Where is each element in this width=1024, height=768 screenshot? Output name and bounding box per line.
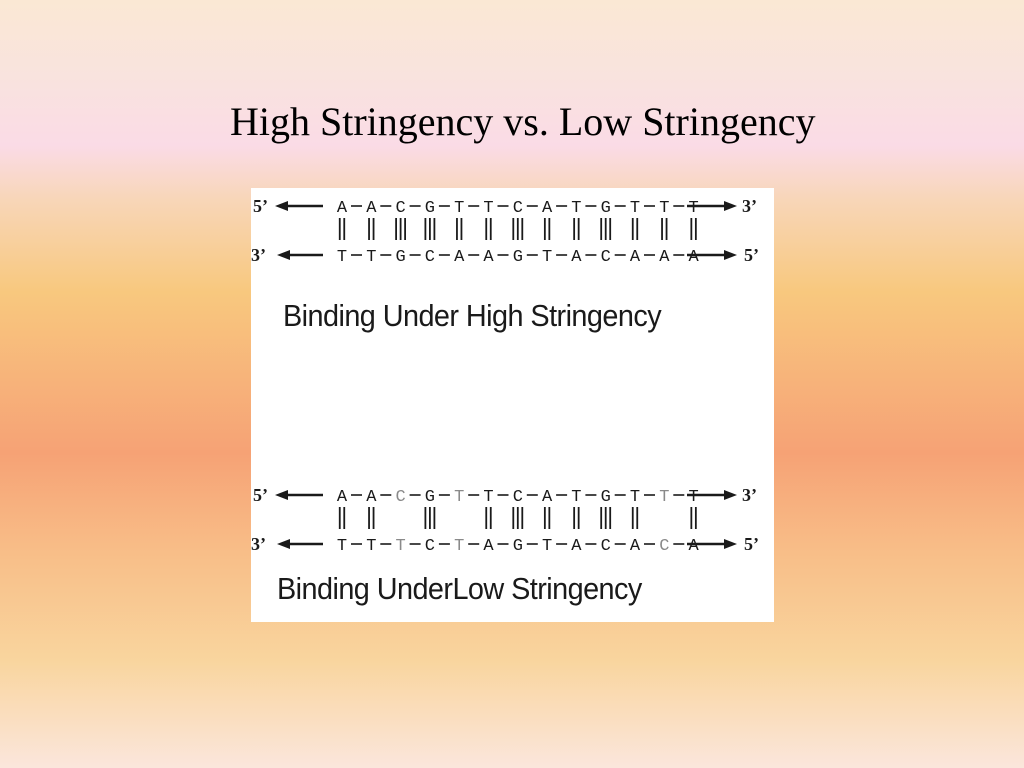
panel2-bottom-left-arrow-head: [277, 539, 290, 549]
panel1-top-base: T: [454, 199, 464, 218]
panel2-top-base: T: [659, 488, 669, 507]
panel1-top-base: A: [366, 199, 377, 218]
panel1-top-right-label: 3’: [742, 196, 757, 216]
panel2-top-right-label: 3’: [742, 485, 757, 505]
panel1-top-right-arrow-head: [724, 201, 737, 211]
panel1-bottom-base: A: [630, 248, 641, 267]
panel1-bottom-base: A: [571, 248, 582, 267]
panel2-bottom-base: G: [513, 537, 523, 556]
panel1-bottom-left-arrow-head: [277, 250, 290, 260]
panel1-top-left-label: 5’: [253, 196, 268, 216]
panel2-bottom-left-label: 3’: [251, 534, 266, 554]
panel1-top-base: T: [659, 199, 669, 218]
panel2-top-left-arrow-head: [275, 490, 288, 500]
panel2-top-base: T: [688, 488, 698, 507]
panel1-top-base: T: [688, 199, 698, 218]
panel2-bottom-base: T: [542, 537, 552, 556]
panel2-bottom-base: C: [659, 537, 669, 556]
panel2-top-left-label: 5’: [253, 485, 268, 505]
panel1-bottom-base: A: [688, 248, 699, 267]
panel1-top-left-arrow-head: [275, 201, 288, 211]
dna-binding-diagram: 5’3’3’5’ATATCGGCTATACGATTAGCTATATA5’3’3’…: [251, 196, 759, 556]
panel2-top-base: G: [601, 488, 611, 507]
panel2-top-base: C: [395, 488, 405, 507]
panel1-bottom-base: C: [601, 248, 611, 267]
panel1-bottom-base: T: [542, 248, 552, 267]
panel1-bottom-right-arrow-head: [724, 250, 737, 260]
panel1-top-base: T: [483, 199, 493, 218]
panel1-bottom-base: A: [454, 248, 465, 267]
panel2-bottom-base: A: [571, 537, 582, 556]
panel2-top-base: G: [425, 488, 435, 507]
panel1-top-base: G: [425, 199, 435, 218]
panel2-bottom-base: A: [630, 537, 641, 556]
panel2-top-base: C: [513, 488, 523, 507]
panel2-top-right-arrow-head: [724, 490, 737, 500]
panel2-top-base: A: [542, 488, 553, 507]
panel1-bottom-base: G: [513, 248, 523, 267]
panel1-bottom-left-label: 3’: [251, 245, 266, 265]
panel1-bottom-base: C: [425, 248, 435, 267]
panel1-bottom-base: G: [395, 248, 405, 267]
panel2-top-base: A: [337, 488, 348, 507]
panel2-bottom-base: C: [425, 537, 435, 556]
slide-title: High Stringency vs. Low Stringency: [230, 99, 816, 144]
panel2-bottom-base: T: [454, 537, 464, 556]
panel1-top-base: A: [542, 199, 553, 218]
panel1-top-base: A: [337, 199, 348, 218]
panel1-top-base: T: [630, 199, 640, 218]
panel1-top-base: C: [395, 199, 405, 218]
panel1-bottom-base: A: [659, 248, 670, 267]
panel2-bottom-right-arrow-head: [724, 539, 737, 549]
caption-high-stringency: Binding Under High Stringency: [283, 298, 662, 333]
panel1-bottom-base: T: [337, 248, 347, 267]
panel1-bottom-base: A: [483, 248, 494, 267]
panel1-bottom-right-label: 5’: [744, 245, 759, 265]
panel2-bottom-base: A: [688, 537, 699, 556]
panel2-top-base: T: [571, 488, 581, 507]
panel2-bottom-base: T: [395, 537, 405, 556]
panel2-top-base: A: [366, 488, 377, 507]
panel2-top-base: T: [483, 488, 493, 507]
panel2-bottom-base: C: [601, 537, 611, 556]
panel1-bottom-base: T: [366, 248, 376, 267]
panel1-top-base: G: [601, 199, 611, 218]
panel2-top-base: T: [454, 488, 464, 507]
panel2-bottom-base: T: [337, 537, 347, 556]
panel1-top-base: T: [571, 199, 581, 218]
panel2-top-base: T: [630, 488, 640, 507]
caption-low-stringency: Binding UnderLow Stringency: [277, 571, 642, 606]
panel2-bottom-base: A: [483, 537, 494, 556]
panel2-bottom-right-label: 5’: [744, 534, 759, 554]
panel1-top-base: C: [513, 199, 523, 218]
panel2-bottom-base: T: [366, 537, 376, 556]
